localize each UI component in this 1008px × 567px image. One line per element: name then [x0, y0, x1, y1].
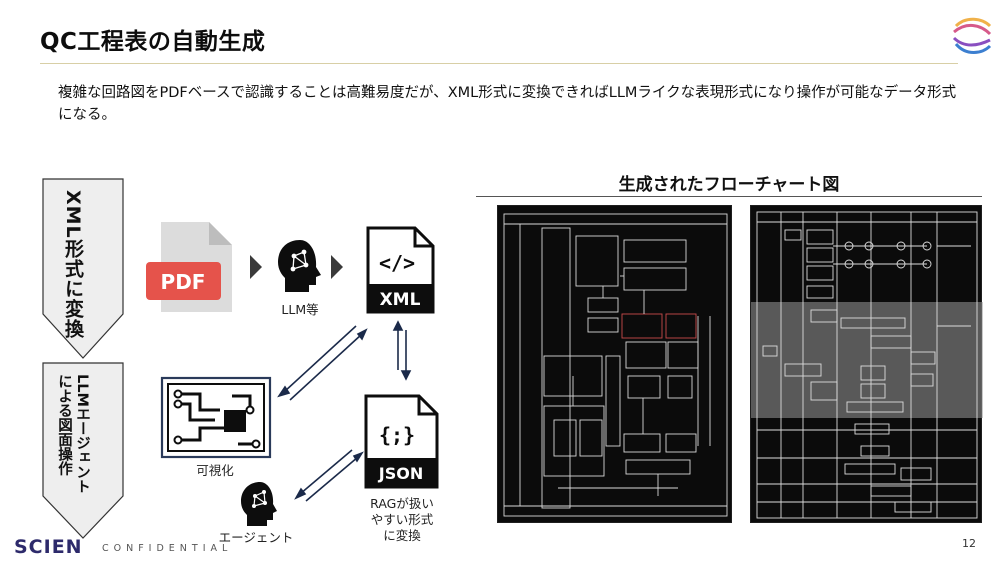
json-file-icon: {;} JSON — [364, 394, 439, 489]
title-divider — [40, 63, 958, 64]
llm-agent-banner-line1: LLMエージェント — [74, 374, 90, 494]
ai-head-icon — [278, 240, 321, 292]
slide-title: QC工程表の自動生成 — [40, 29, 266, 55]
agent-label: エージェント — [218, 530, 294, 545]
pdf-file-icon: PDF — [146, 222, 232, 312]
xml-conversion-banner — [42, 178, 124, 360]
xml-glyph: </> — [379, 251, 415, 275]
scien-logo-icon — [952, 17, 992, 54]
xml-visualize-arrows-icon — [277, 325, 368, 401]
footer-brand-logo: SCIEN — [14, 536, 83, 558]
slide-subtitle: 複雑な回路図をPDFベースで認識することは高難易度だが、XML形式に変換できれば… — [58, 85, 957, 123]
page-number: 12 — [962, 537, 976, 550]
rag-label-line2: やすい形式 — [370, 512, 434, 527]
circuit-board-icon — [160, 376, 272, 459]
json-agent-arrows-icon — [294, 449, 364, 502]
rag-label-line3: に変換 — [383, 528, 421, 543]
xml-file-icon: </> XML — [366, 226, 435, 314]
generated-flowchart-title: 生成されたフローチャート図 — [618, 175, 840, 195]
arrow-llm-to-xml-icon — [331, 255, 343, 279]
generated-flowchart-image-2 — [750, 205, 983, 523]
visualize-label: 可視化 — [196, 463, 234, 478]
right-panel-divider — [476, 196, 982, 197]
rag-label-line1: RAGが扱い — [370, 496, 434, 511]
xml-json-bidirectional-arrow-icon — [392, 320, 412, 381]
pdf-icon-text: PDF — [161, 270, 206, 294]
flowchart-2-graphic — [751, 211, 983, 519]
footer-confidential: CONFIDENTIAL — [102, 543, 233, 554]
generated-flowchart-image-1 — [497, 205, 732, 523]
json-glyph: {;} — [379, 423, 415, 447]
flowchart-1-graphic — [503, 213, 728, 517]
llm-label: LLM等 — [281, 302, 319, 317]
xml-conversion-banner-label: XML形式に変換 — [62, 190, 84, 339]
llm-agent-banner-line2: による図面操作 — [56, 374, 72, 476]
arrow-pdf-to-llm-icon — [250, 255, 262, 279]
llm-agent-banner-label: LLMエージェント による図面操作 — [55, 374, 91, 494]
rag-label: RAGが扱い やすい形式 に変換 — [352, 496, 452, 544]
xml-icon-text: XML — [380, 290, 421, 310]
llm-agent-banner — [42, 362, 124, 540]
agent-head-icon — [241, 482, 277, 526]
json-icon-text: JSON — [378, 464, 423, 483]
